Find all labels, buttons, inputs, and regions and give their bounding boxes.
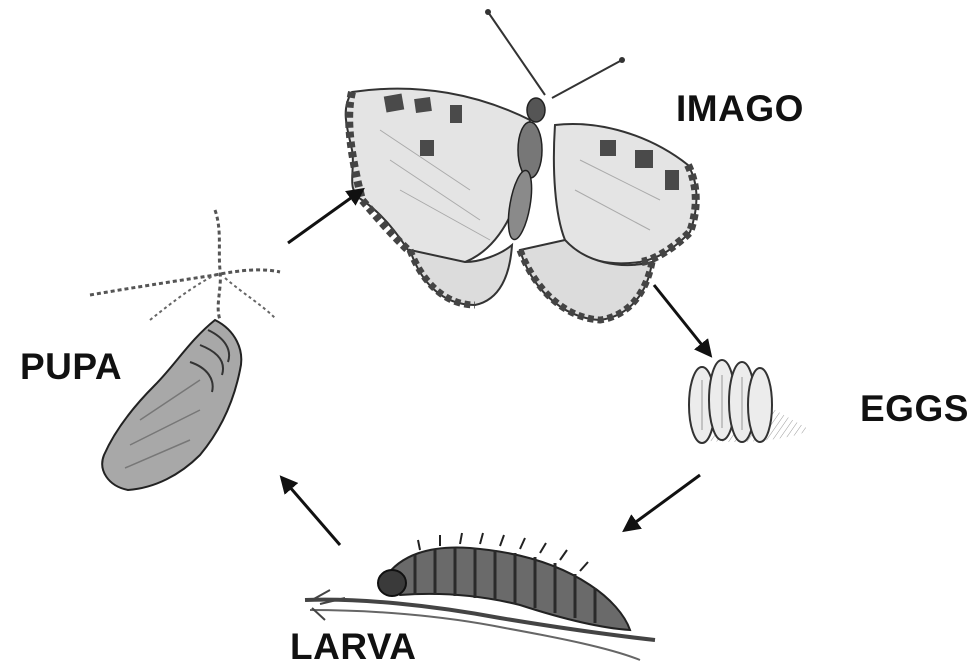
butterfly-illustration: [346, 9, 697, 320]
butterfly-right-wing: [554, 124, 697, 263]
butterfly-head: [527, 98, 545, 122]
stage-label-larva: LARVA: [290, 628, 417, 665]
antenna-right: [552, 60, 622, 98]
butterfly-thorax: [518, 122, 542, 178]
stage-label-eggs: EGGS: [860, 390, 969, 427]
stage-label-pupa: PUPA: [20, 348, 122, 385]
butterfly-left-wing: [346, 89, 530, 269]
eggs-illustration: [689, 360, 810, 443]
arrow-eggs-to-larva: [625, 475, 700, 530]
arrow-imago-to-eggs: [654, 285, 710, 355]
arrow-larva-to-pupa: [282, 478, 340, 545]
antenna-left: [488, 12, 545, 95]
arrow-pupa-to-imago: [288, 190, 362, 243]
stage-label-imago: IMAGO: [676, 90, 804, 127]
